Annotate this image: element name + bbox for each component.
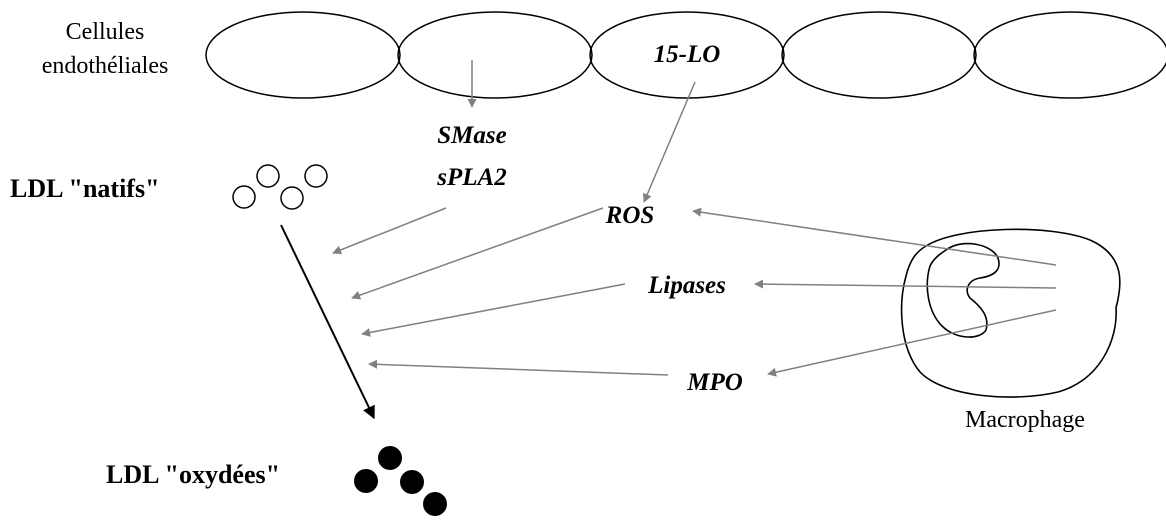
native-ldl-particles: [232, 164, 328, 210]
native-ldl-particle: [232, 185, 256, 209]
macrophage-nucleus: [926, 242, 1000, 338]
enzyme-spla2-label: sPLA2: [437, 164, 507, 191]
endothelial-cell-5: [973, 11, 1166, 99]
arrow-macrophage-to-ros: [692, 207, 1057, 266]
endothelial-layer: [205, 11, 1166, 99]
endothelial-cell-2: [397, 11, 593, 99]
arrow-15lo-to-ros: [643, 81, 696, 203]
arrow-native-to-oxidized-ldl: [280, 224, 375, 420]
arrow-lipases-to-ldl: [361, 283, 626, 337]
macrophage-outline: [900, 228, 1121, 398]
enzyme-ros-label: ROS: [605, 202, 655, 229]
macrophage-cell: [900, 228, 1121, 398]
endothelial-cell-1: [205, 11, 401, 99]
enzyme-15lo-label: 15-LO: [653, 41, 721, 68]
native-ldl-particle: [304, 164, 328, 188]
macrophage-label: Macrophage: [965, 407, 1085, 433]
oxidized-ldl-label: LDL "oxydées": [106, 460, 281, 489]
enzyme-lipases-label: Lipases: [648, 272, 726, 299]
arrow-macrophage-to-lipases: [754, 279, 1057, 289]
endothelial-label-line2: endothéliales: [41, 53, 169, 79]
enzyme-mpo-label: MPO: [687, 369, 743, 396]
arrow-spla2-to-ldl: [332, 207, 447, 255]
endothelial-cell-3: [589, 11, 785, 99]
endothelial-cells-label: Cellules endothéliales: [10, 20, 200, 78]
arrow-macrophage-to-mpo: [767, 309, 1057, 377]
native-ldl-particle: [280, 186, 304, 210]
arrow-ros-to-ldl: [351, 207, 604, 300]
arrow-mpo-to-ldl: [368, 359, 669, 376]
oxidized-ldl-particle: [400, 470, 424, 494]
endothelial-label-line1: Cellules: [65, 19, 145, 45]
enzyme-arrows: [332, 60, 1057, 377]
native-ldl-particle: [256, 164, 280, 188]
oxidized-ldl-particle: [423, 492, 447, 516]
oxidized-ldl-particle: [378, 446, 402, 470]
enzyme-smase-label: SMase: [437, 122, 507, 149]
oxidized-ldl-particles: [354, 446, 447, 516]
oxidized-ldl-particle: [354, 469, 378, 493]
native-ldl-label: LDL "natifs": [10, 174, 160, 203]
endothelial-cell-4: [781, 11, 977, 99]
